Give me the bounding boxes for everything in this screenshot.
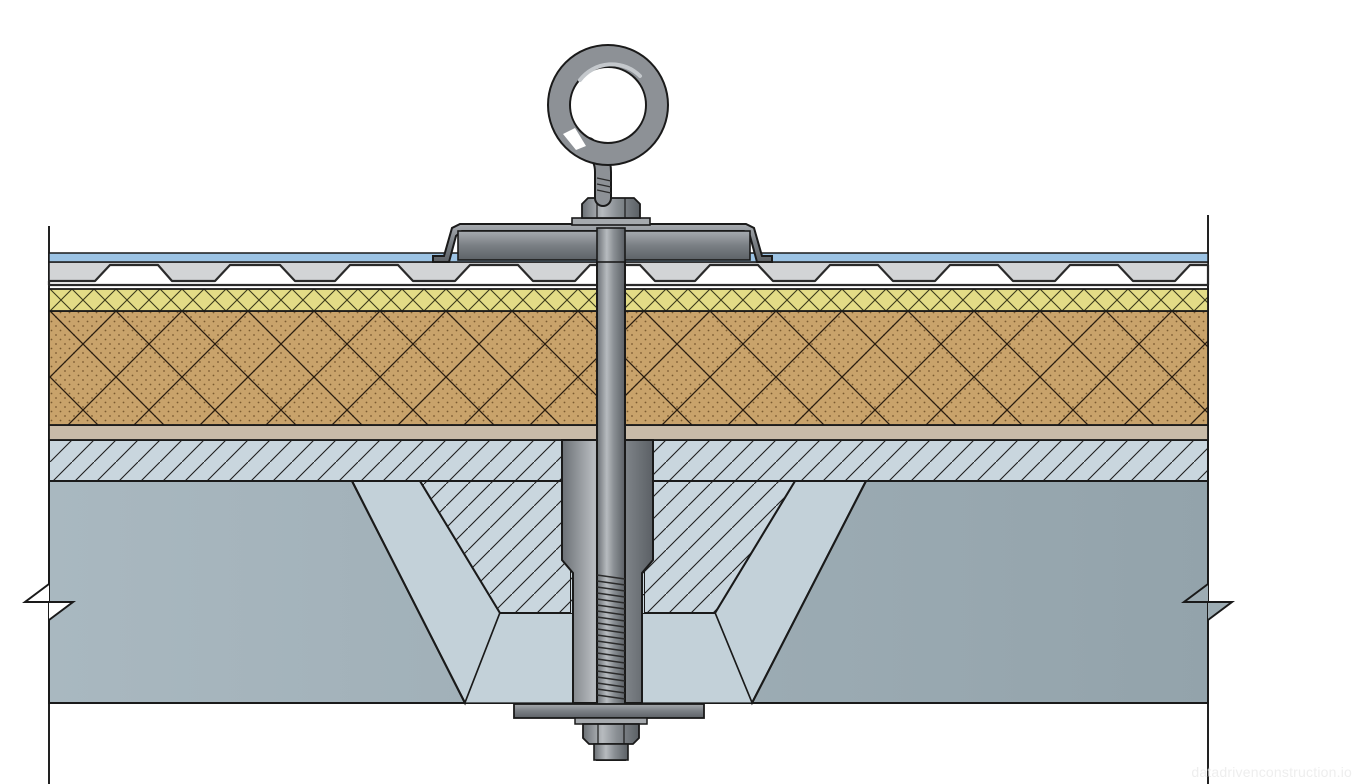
screed-layer: [48, 424, 1209, 441]
upper-washer: [571, 217, 651, 226]
break-lines: [22, 583, 1235, 621]
top-load-spreader-plate: [432, 223, 773, 263]
mineral-wool-insulation: [48, 310, 1209, 426]
watermark: datadrivenconstruction.io: [1191, 764, 1352, 780]
eye-bolt: [547, 44, 669, 207]
rigid-insulation: [48, 288, 1209, 312]
bottom-hex-nut: [582, 723, 640, 761]
bottom-plate: [513, 703, 705, 719]
threaded-rod: [596, 199, 626, 761]
profiled-steel-deck: [47, 261, 1210, 287]
